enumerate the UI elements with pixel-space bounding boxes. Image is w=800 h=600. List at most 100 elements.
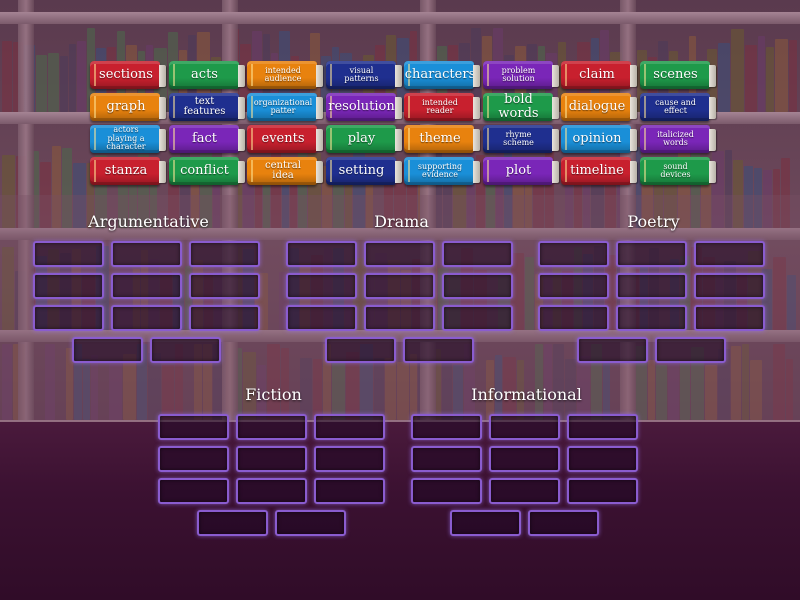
drop-slot[interactable] xyxy=(197,510,268,536)
answer-tile[interactable]: visual patterns xyxy=(325,61,402,89)
drop-slot[interactable] xyxy=(275,510,346,536)
answer-tile[interactable]: opinion xyxy=(561,125,637,153)
answer-tile[interactable]: sound devices xyxy=(639,157,716,185)
answer-tile[interactable]: setting xyxy=(325,157,402,185)
answer-tile[interactable]: play xyxy=(325,125,402,153)
background-book xyxy=(786,359,793,420)
answer-tile[interactable]: rhyme scheme xyxy=(482,125,559,153)
answer-tile[interactable]: theme xyxy=(404,125,480,153)
drop-slot[interactable] xyxy=(694,273,765,299)
background-book xyxy=(789,40,797,112)
drop-slot[interactable] xyxy=(567,414,638,440)
background-book xyxy=(605,255,616,330)
answer-tile[interactable]: events xyxy=(247,125,323,153)
answer-tile[interactable]: plot xyxy=(482,157,559,185)
category-poetry: Poetry xyxy=(538,212,769,372)
drop-slot[interactable] xyxy=(411,478,482,504)
drop-slot[interactable] xyxy=(489,478,560,504)
answer-tile[interactable]: sections xyxy=(90,61,166,89)
drop-slot[interactable] xyxy=(314,478,385,504)
answer-tile[interactable]: fact xyxy=(168,125,245,153)
drop-slot[interactable] xyxy=(538,305,609,331)
drop-slot[interactable] xyxy=(364,273,435,299)
drop-slot[interactable] xyxy=(286,273,357,299)
drop-slot[interactable] xyxy=(442,241,513,267)
answer-tile[interactable]: text features xyxy=(168,93,245,121)
background-book xyxy=(203,344,212,420)
answer-tile[interactable]: resolution xyxy=(325,93,402,121)
drop-slot[interactable] xyxy=(111,241,182,267)
drop-slot[interactable] xyxy=(189,241,260,267)
answer-tile[interactable]: intended audience xyxy=(247,61,323,89)
drop-slot[interactable] xyxy=(489,446,560,472)
background-book xyxy=(718,43,730,112)
drop-slot[interactable] xyxy=(450,510,521,536)
drop-slot[interactable] xyxy=(314,446,385,472)
drop-slot[interactable] xyxy=(158,478,229,504)
drop-slot[interactable] xyxy=(236,446,307,472)
answer-tile[interactable]: central idea xyxy=(247,157,323,185)
drop-slot[interactable] xyxy=(314,414,385,440)
answer-tile[interactable]: actors playing a character xyxy=(90,125,166,153)
background-book xyxy=(2,344,12,420)
drop-slot[interactable] xyxy=(150,337,221,363)
drop-slot[interactable] xyxy=(189,305,260,331)
drop-slot[interactable] xyxy=(655,337,726,363)
drop-slot[interactable] xyxy=(694,305,765,331)
background-book xyxy=(745,45,757,112)
drop-slot[interactable] xyxy=(158,414,229,440)
background-book xyxy=(432,349,441,420)
drop-slot[interactable] xyxy=(325,337,396,363)
answer-tile[interactable]: cause and effect xyxy=(639,93,716,121)
answer-tile[interactable]: claim xyxy=(561,61,637,89)
answer-tile[interactable]: scenes xyxy=(639,61,716,89)
drop-slot[interactable] xyxy=(616,241,687,267)
drop-slot[interactable] xyxy=(364,305,435,331)
drop-slot[interactable] xyxy=(538,273,609,299)
answer-tile[interactable]: stanza xyxy=(90,157,166,185)
drop-slot[interactable] xyxy=(694,241,765,267)
background-book xyxy=(346,352,359,420)
drop-slot[interactable] xyxy=(411,414,482,440)
drop-slot[interactable] xyxy=(111,273,182,299)
drop-slot[interactable] xyxy=(567,478,638,504)
drop-slot[interactable] xyxy=(489,414,560,440)
answer-tile[interactable]: graph xyxy=(90,93,166,121)
drop-slot[interactable] xyxy=(236,414,307,440)
drop-slot[interactable] xyxy=(538,241,609,267)
drop-slot[interactable] xyxy=(33,241,104,267)
answer-tile[interactable]: conflict xyxy=(168,157,245,185)
answer-tile[interactable]: italicized words xyxy=(639,125,716,153)
drop-slot[interactable] xyxy=(286,305,357,331)
answer-tile[interactable]: supporting evidence xyxy=(404,157,480,185)
drop-slot[interactable] xyxy=(567,446,638,472)
answer-tile[interactable]: organizational patter xyxy=(247,93,323,121)
drop-slot[interactable] xyxy=(616,273,687,299)
drop-slot[interactable] xyxy=(442,305,513,331)
answer-tile[interactable]: characters xyxy=(404,61,480,89)
drop-slot[interactable] xyxy=(189,273,260,299)
drop-slot[interactable] xyxy=(411,446,482,472)
answer-tile[interactable]: bold words xyxy=(482,93,559,121)
drop-slot[interactable] xyxy=(364,241,435,267)
drop-slot[interactable] xyxy=(403,337,474,363)
answer-tile[interactable]: intended reader xyxy=(404,93,480,121)
background-book xyxy=(2,41,12,112)
drop-slot[interactable] xyxy=(111,305,182,331)
background-book xyxy=(263,166,270,228)
drop-slot[interactable] xyxy=(236,478,307,504)
drop-slot[interactable] xyxy=(616,305,687,331)
drop-slot[interactable] xyxy=(33,273,104,299)
drop-slot[interactable] xyxy=(528,510,599,536)
answer-tile[interactable]: timeline xyxy=(561,157,637,185)
drop-slot[interactable] xyxy=(33,305,104,331)
answer-tile[interactable]: dialogue xyxy=(561,93,637,121)
drop-slot[interactable] xyxy=(158,446,229,472)
background-book xyxy=(705,365,717,420)
answer-tile[interactable]: problem solution xyxy=(482,61,559,89)
drop-slot[interactable] xyxy=(286,241,357,267)
answer-tile[interactable]: acts xyxy=(168,61,245,89)
drop-slot[interactable] xyxy=(72,337,143,363)
drop-slot[interactable] xyxy=(577,337,648,363)
drop-slot[interactable] xyxy=(442,273,513,299)
